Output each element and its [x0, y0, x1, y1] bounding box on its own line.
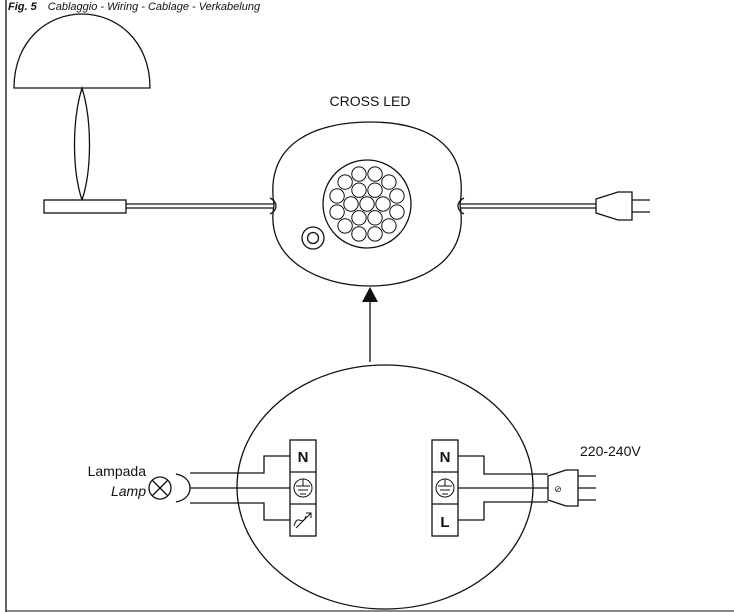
detail-arrow	[362, 287, 378, 362]
lamp-label-translation: Lamp	[111, 483, 146, 499]
mains-plug-icon	[595, 191, 650, 221]
terminal-n-in: N	[440, 449, 451, 466]
supply-voltage-label: 220-240V	[580, 443, 641, 459]
led-7	[367, 182, 383, 198]
table-lamp-illustration	[13, 13, 151, 214]
led-5	[343, 196, 359, 212]
figure-caption-text: Cablaggio - Wiring - Cablage - Verkabelu…	[48, 1, 261, 13]
led-18	[381, 174, 397, 190]
lamp-shade	[13, 13, 151, 89]
led-3	[367, 210, 383, 226]
led-4	[351, 210, 367, 226]
supply-wiring	[458, 455, 548, 521]
lamp-base	[43, 199, 127, 214]
earth-terminal-icon-in	[435, 478, 455, 498]
led-9	[381, 218, 397, 234]
lamp-wiring	[175, 455, 290, 521]
supply-plug-icon: ⊘	[547, 469, 596, 507]
device-name-label: CROSS LED	[330, 93, 411, 109]
lamp-label: Lampada	[88, 463, 147, 479]
terminal-l-in: L	[440, 514, 449, 531]
dimmed-output-terminal-icon	[293, 512, 312, 529]
led-12	[337, 218, 353, 234]
led-13	[329, 204, 345, 220]
led-2	[375, 196, 391, 212]
cross-led-device	[269, 121, 465, 287]
output-terminal-block: N	[289, 439, 317, 537]
led-16	[351, 166, 367, 182]
figure-caption: Fig. 5 Cablaggio - Wiring - Cablage - Ve…	[8, 1, 261, 13]
led-17	[367, 166, 383, 182]
led-19	[389, 188, 405, 204]
sensor-eye	[306, 231, 320, 245]
terminal-n-out: N	[298, 449, 309, 466]
led-11	[351, 226, 367, 242]
lamp-stem	[73, 85, 91, 203]
led-14	[329, 188, 345, 204]
wiring-detail-ellipse	[236, 364, 534, 610]
earth-terminal-icon-out	[293, 478, 313, 498]
figure-number: Fig. 5	[8, 1, 38, 13]
led-6	[351, 182, 367, 198]
led-10	[367, 226, 383, 242]
led-cluster	[329, 166, 405, 242]
svg-text:⊘: ⊘	[554, 484, 562, 494]
led-1	[359, 196, 375, 212]
led-8	[389, 204, 405, 220]
led-15	[337, 174, 353, 190]
input-terminal-block: N L	[431, 439, 459, 537]
lamp-symbol-icon	[148, 476, 172, 500]
